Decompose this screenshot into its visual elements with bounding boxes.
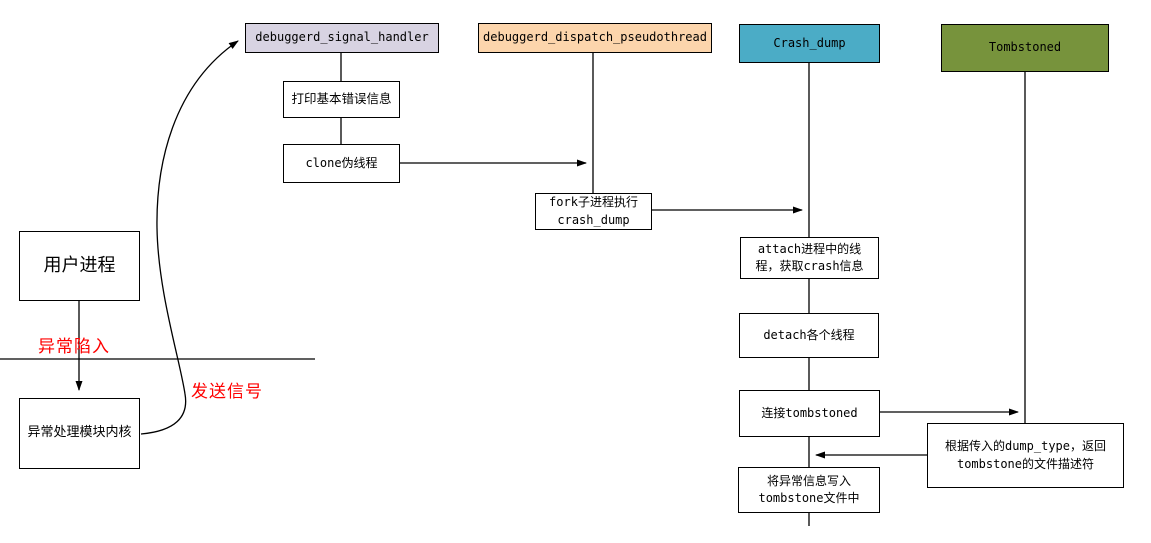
step-connect-tombstoned: 连接tombstoned: [739, 390, 880, 437]
box-exception-handler-kernel: 异常处理模块内核: [19, 398, 140, 469]
actor-debuggerd-signal-handler: debuggerd_signal_handler: [245, 23, 439, 53]
box-user-process: 用户进程: [19, 231, 140, 301]
label-send-signal: 发送信号: [191, 382, 263, 402]
arrow-send-signal-curve: [140, 40, 239, 435]
step-return-tombstone-fd: 根据传入的dump_type，返回 tombstone的文件描述符: [927, 423, 1124, 488]
actor-crash-dump: Crash_dump: [739, 24, 880, 63]
step-write-tombstone-file: 将异常信息写入 tombstone文件中: [738, 467, 880, 513]
label-exception-trap: 异常陷入: [38, 337, 110, 357]
step-attach-threads-get-crash-info: attach进程中的线 程，获取crash信息: [740, 237, 879, 279]
actor-debuggerd-dispatch-pseudothread: debuggerd_dispatch_pseudothread: [478, 23, 712, 53]
actor-tombstoned: Tombstoned: [941, 24, 1109, 72]
step-print-basic-error-info: 打印基本错误信息: [283, 81, 400, 118]
step-fork-child-run-crash-dump: fork子进程执行 crash_dump: [535, 193, 652, 230]
step-clone-pseudo-thread: clone伪线程: [283, 144, 400, 183]
step-detach-threads: detach各个线程: [739, 313, 879, 358]
